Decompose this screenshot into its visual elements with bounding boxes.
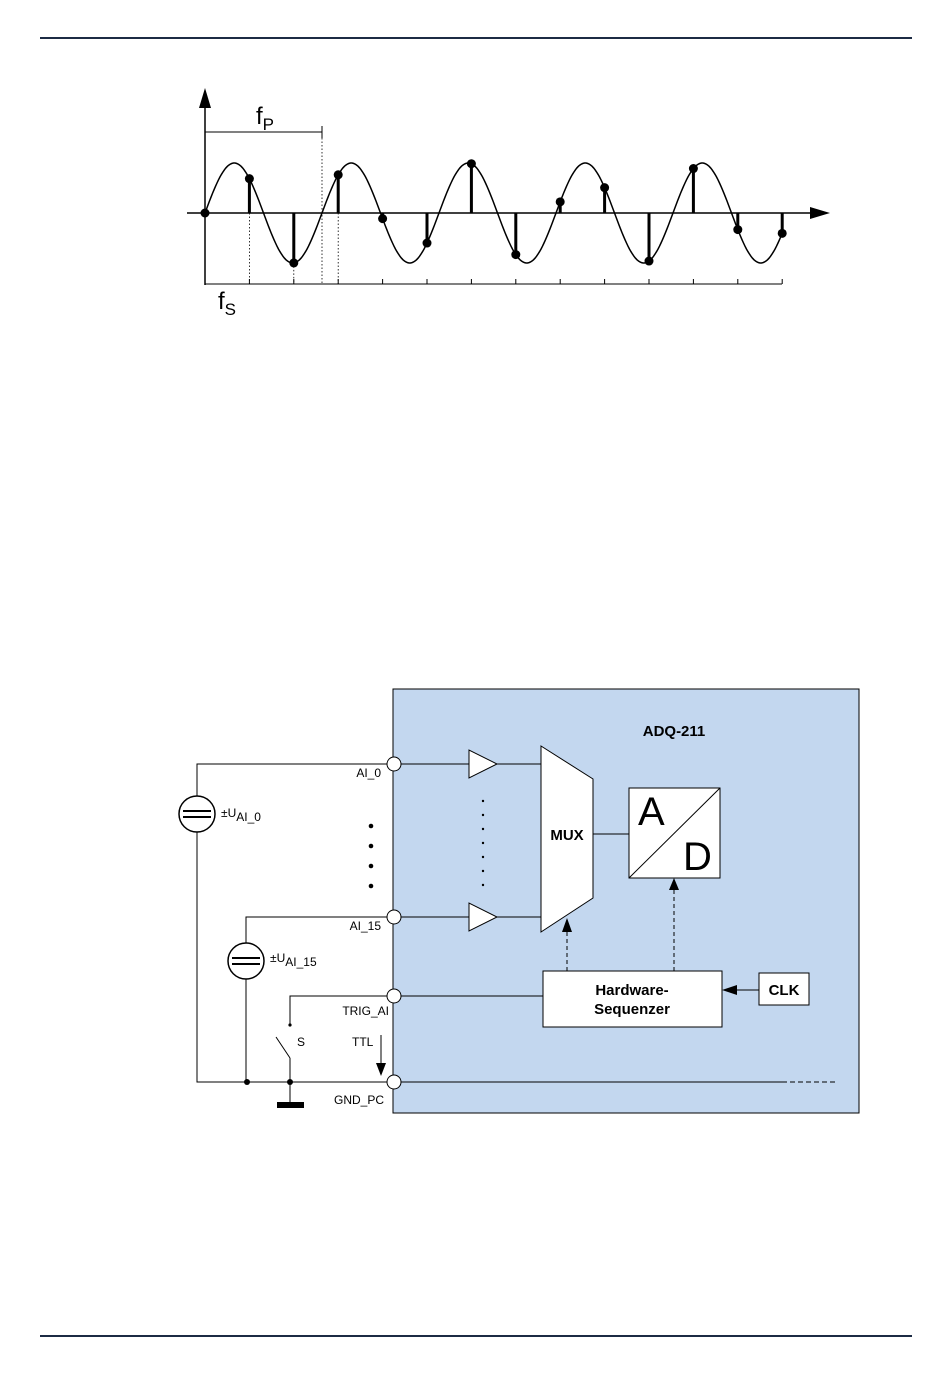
terminal-trig xyxy=(387,989,401,1003)
ad-label-d: D xyxy=(683,835,712,879)
pin-label-ai0: AI_0 xyxy=(356,766,381,780)
sequencer-label-line1: Hardware- xyxy=(595,982,668,999)
pin-label-ai15: AI_15 xyxy=(350,919,382,933)
wire-ai15-loop xyxy=(246,917,387,1082)
ttl-arrowhead xyxy=(376,1063,386,1076)
clk-label: CLK xyxy=(769,982,800,999)
switch-label: S xyxy=(297,1035,305,1049)
junction-dot xyxy=(287,1079,293,1085)
switch-contact-dot xyxy=(288,1023,291,1026)
source-ai0 xyxy=(179,796,215,832)
hardware-sequencer xyxy=(543,971,722,1027)
switch-blade xyxy=(276,1037,290,1058)
ttl-label: TTL xyxy=(352,1035,374,1049)
source-ai0-label: ±UAI_0 xyxy=(221,806,261,824)
source-ai15 xyxy=(228,943,264,979)
pin-label-gnd: GND_PC xyxy=(334,1093,384,1107)
ground-symbol xyxy=(277,1102,304,1108)
mux-label: MUX xyxy=(550,827,583,844)
source-ai15-label: ±UAI_15 xyxy=(270,951,317,969)
board-title: ADQ-211 xyxy=(643,723,706,740)
sequencer-label-line2: Sequenzer xyxy=(594,1001,670,1018)
board-outline xyxy=(393,689,859,1113)
terminal-gnd xyxy=(387,1075,401,1089)
junction-dot xyxy=(244,1079,250,1085)
terminal-ai15 xyxy=(387,910,401,924)
channel-ellipsis-outer xyxy=(369,824,374,889)
terminal-ai0 xyxy=(387,757,401,771)
ad-label-a: A xyxy=(638,790,665,834)
pin-label-trig: TRIG_AI xyxy=(342,1004,389,1018)
